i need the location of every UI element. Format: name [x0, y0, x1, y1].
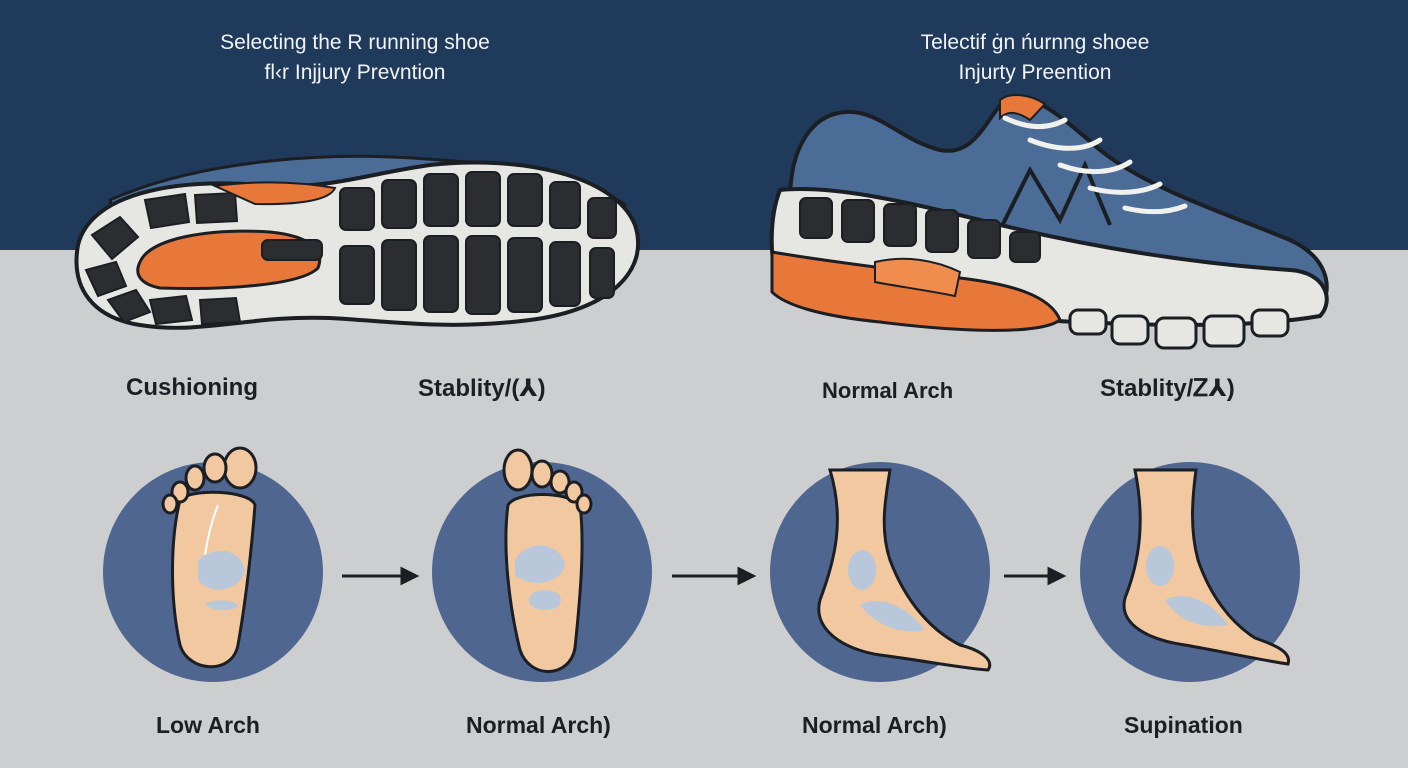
label-normal-arch-2: Normal Arch) — [802, 712, 947, 738]
label-stability-right: Stablity/Ꮓ⅄) — [1100, 375, 1235, 402]
arrow-icon — [1004, 566, 1067, 586]
foot-circle-normal-arch-side — [770, 462, 992, 682]
foot-circle-normal-arch — [432, 448, 652, 682]
title-right-line2: Injurty Preention — [958, 61, 1112, 84]
side-view-shoe-illustration — [769, 94, 1329, 350]
arrow-icon — [342, 566, 420, 586]
label-normal-arch-1: Normal Arch) — [466, 712, 611, 738]
foot-circle-low-arch — [103, 446, 323, 682]
title-left-line2: fl‹r Injjury Prevntion — [264, 61, 446, 84]
label-stability-left: Stablity/(⅄) — [418, 375, 546, 402]
title-left: Selecting the R running shoe fl‹r Injjur… — [150, 28, 560, 88]
foot-circle-supination — [1080, 462, 1300, 682]
label-supination: Supination — [1124, 712, 1243, 738]
title-right: Telectif ġn ńurnng shoee Injurty Preenti… — [830, 28, 1240, 88]
label-cushioning: Cushioning — [126, 374, 258, 401]
title-right-line1: Telectif ġn ńurnng shoee — [920, 31, 1150, 54]
label-normal-arch-shoe: Normal Arch — [822, 378, 954, 403]
outsole-shoe-illustration — [74, 154, 641, 330]
arrow-icon — [672, 566, 757, 586]
label-low-arch: Low Arch — [156, 712, 260, 738]
title-left-line1: Selecting the R running shoe — [220, 31, 490, 54]
